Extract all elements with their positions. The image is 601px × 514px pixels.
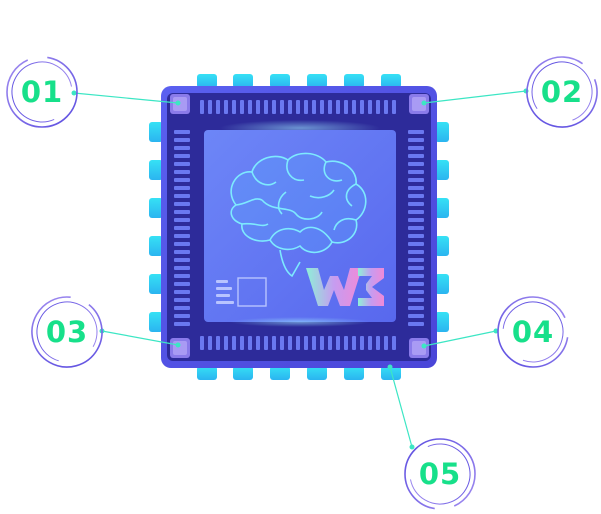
chip-inner-pins [174, 100, 424, 350]
w3-logo [306, 268, 384, 306]
marker-03-label: 03 [45, 315, 89, 349]
chip-pins [149, 74, 449, 380]
marker-rings [6, 56, 598, 510]
corner-pads [170, 94, 429, 358]
marker-05-label: 05 [418, 457, 462, 491]
marker-02-label: 02 [540, 75, 584, 109]
marker-01-label: 01 [20, 75, 64, 109]
chip-core [204, 130, 396, 322]
brain-icon [230, 152, 367, 278]
connector-lines [73, 90, 527, 448]
marker-04-label: 04 [511, 315, 555, 349]
connector-dots [71, 88, 529, 450]
chip-icon [237, 277, 267, 307]
list-icon [216, 280, 234, 304]
